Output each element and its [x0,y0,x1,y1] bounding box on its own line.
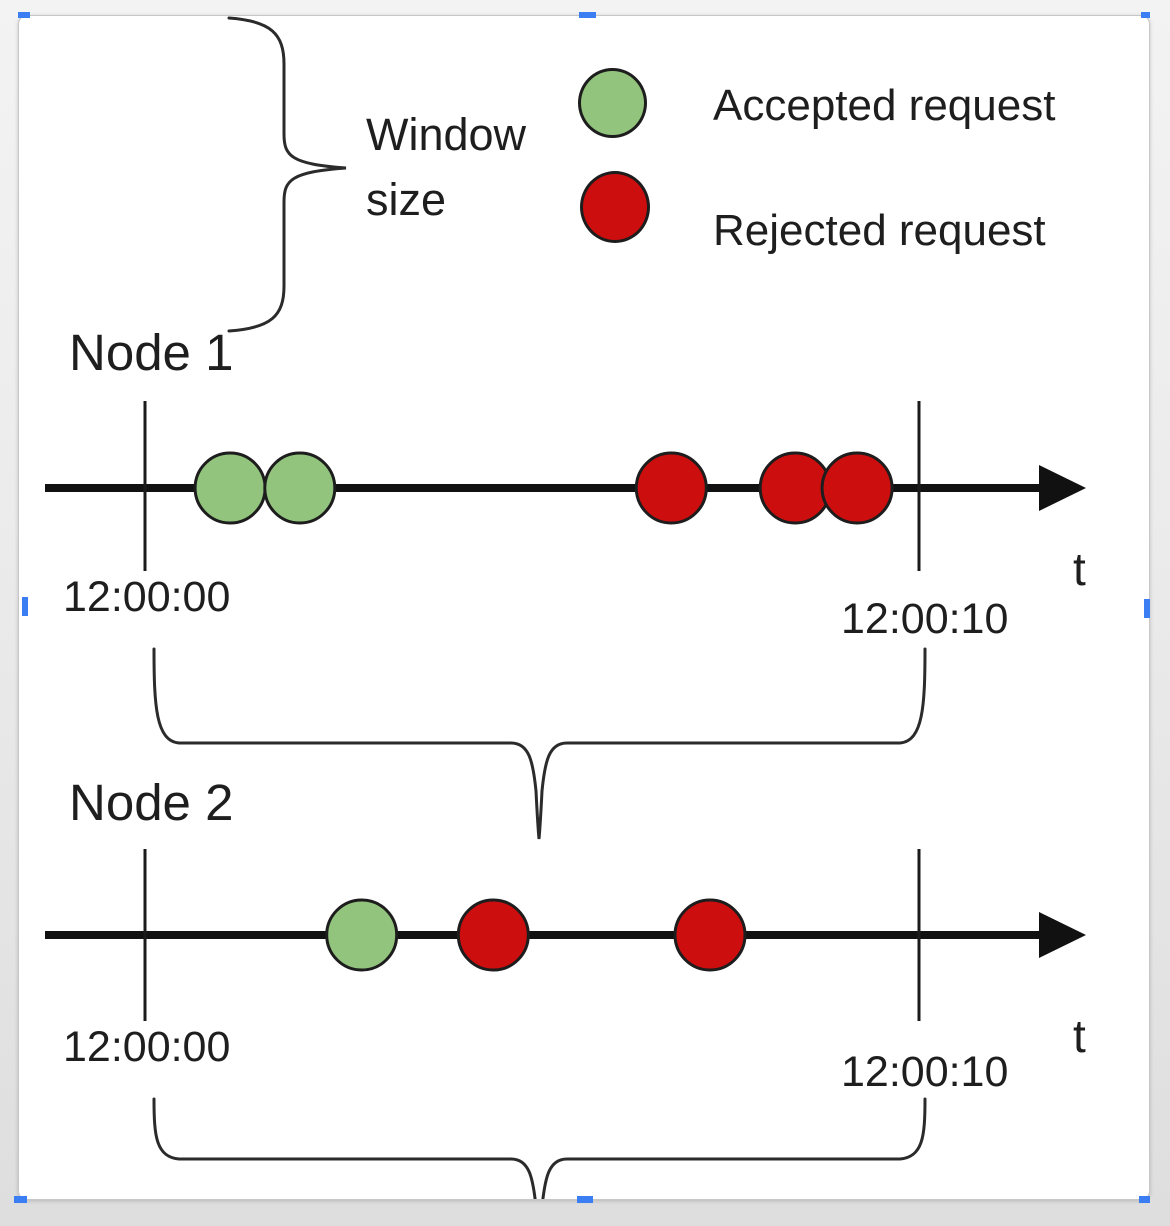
selection-handle-top-left[interactable] [18,12,30,18]
node1-window-start-time: 12:00:00 [63,573,231,621]
node2-time-axis-label: t [1073,1010,1086,1062]
request-dot-rejected [634,451,708,525]
node2-title: Node 2 [69,774,234,831]
diagram-card: Window size Accepted request Rejected re… [18,15,1150,1200]
request-dot-accepted [325,898,399,972]
legend-rejected-dot-icon [580,171,650,243]
request-dot-accepted [193,451,267,525]
node1-title: Node 1 [69,324,234,381]
node2-request-dots [325,898,747,972]
node1-timeline [45,401,1086,840]
node2-timeline [45,849,1086,1199]
legend-rejected-label: Rejected request [713,206,1046,255]
legend-accepted-dot-icon [578,68,647,138]
selection-handle-bottom-right[interactable] [1139,1196,1150,1203]
request-dot-rejected [820,451,894,525]
selection-handle-left-middle[interactable] [22,597,28,616]
request-dot-rejected [456,898,530,972]
selection-handle-top-right[interactable] [1141,12,1150,18]
request-dot-accepted [263,451,337,525]
selection-handle-bottom-middle[interactable] [577,1196,593,1203]
node1-window-end-time: 12:00:10 [841,595,1009,643]
node2-arrowhead-icon [1039,912,1086,958]
node1-arrowhead-icon [1039,465,1086,511]
node1-window-brace [152,647,927,840]
node1-time-axis-label: t [1073,543,1086,595]
window-size-label: Window size [366,109,527,225]
diagram-canvas [45,16,1086,1199]
node2-window-end-time: 12:00:10 [841,1048,1009,1096]
node2-window-start-time: 12:00:00 [63,1023,231,1071]
request-dot-rejected [673,898,747,972]
selection-handle-right-middle[interactable] [1144,599,1150,618]
window-size-brace [227,16,347,333]
selection-handle-bottom-left[interactable] [14,1196,27,1203]
legend-accepted-label: Accepted request [713,81,1056,130]
node2-window-brace [152,1097,927,1199]
node1-request-dots [193,451,894,525]
request-dot-rejected [758,451,832,525]
selection-handle-top-middle[interactable] [579,12,596,18]
